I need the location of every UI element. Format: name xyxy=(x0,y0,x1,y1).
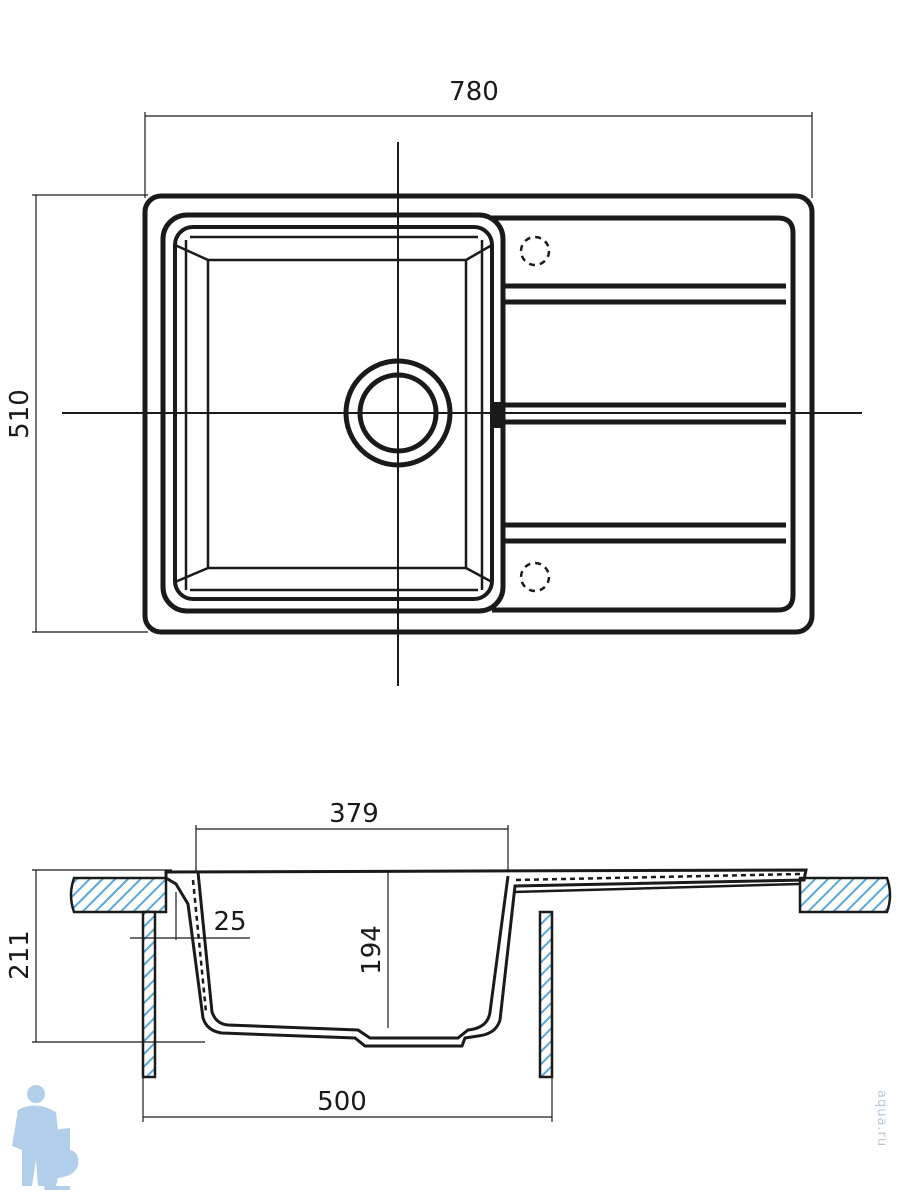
depth-label: 510 xyxy=(5,389,35,439)
sink-section-outer xyxy=(164,868,808,1048)
height-label: 211 xyxy=(5,930,35,980)
cabinet-label: 500 xyxy=(317,1087,367,1117)
drainboard-section xyxy=(515,872,801,882)
overflow-slot xyxy=(493,402,501,428)
section-view: 379 194 25 211 xyxy=(5,799,892,1122)
top-view: 780 510 xyxy=(5,77,862,686)
watermark: aqua.ru xyxy=(874,1090,889,1148)
cabinet-dimension: 500 xyxy=(142,1077,553,1122)
plumber-mascot-logo xyxy=(12,1085,79,1190)
countertop-left xyxy=(69,876,168,914)
bowl-width-label: 379 xyxy=(329,799,379,829)
bowl-depth-label: 194 xyxy=(357,925,387,975)
depth-dimension: 510 xyxy=(5,194,148,633)
countertop-right xyxy=(798,876,892,914)
width-label: 780 xyxy=(449,77,499,107)
rim-label: 25 xyxy=(213,907,246,937)
tap-hole-bottom xyxy=(519,561,551,593)
tap-hole-top xyxy=(519,235,551,267)
width-dimension: 780 xyxy=(144,77,813,198)
bowl-width-dimension: 379 xyxy=(195,799,509,872)
height-dimension: 211 xyxy=(5,869,205,1043)
bowl-depth-dimension: 194 xyxy=(357,870,389,1028)
sink-section-inner xyxy=(196,871,510,1040)
cabinet-wall-left xyxy=(141,910,157,1079)
rim-dimension: 25 xyxy=(130,892,250,940)
cabinet-wall-right xyxy=(538,910,554,1079)
